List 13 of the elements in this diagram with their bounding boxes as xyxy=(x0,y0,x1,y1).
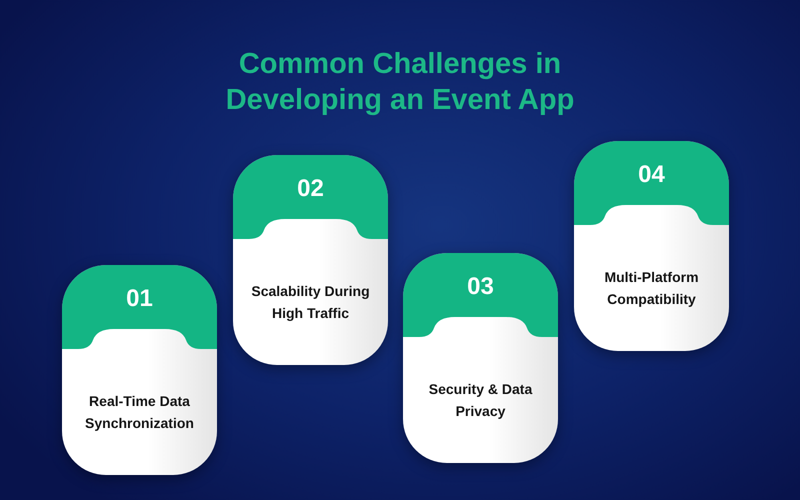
challenge-card xyxy=(62,265,217,475)
challenge-card xyxy=(574,141,729,351)
step-number: 03 xyxy=(466,273,495,301)
challenge-text: Real-Time Data Synchronization xyxy=(84,392,195,433)
step-number: 04 xyxy=(637,161,666,189)
challenge-card xyxy=(403,253,558,463)
challenge-text: Security & Data Privacy xyxy=(428,380,534,421)
step-number: 02 xyxy=(296,175,325,203)
challenge-card xyxy=(233,155,388,365)
title: Common Challenges in Developing an Event App xyxy=(224,47,576,118)
step-number: 01 xyxy=(125,285,154,313)
challenge-text: Multi-Platform Compatibility xyxy=(603,268,700,309)
challenge-text: Scalability During High Traffic xyxy=(250,282,371,323)
